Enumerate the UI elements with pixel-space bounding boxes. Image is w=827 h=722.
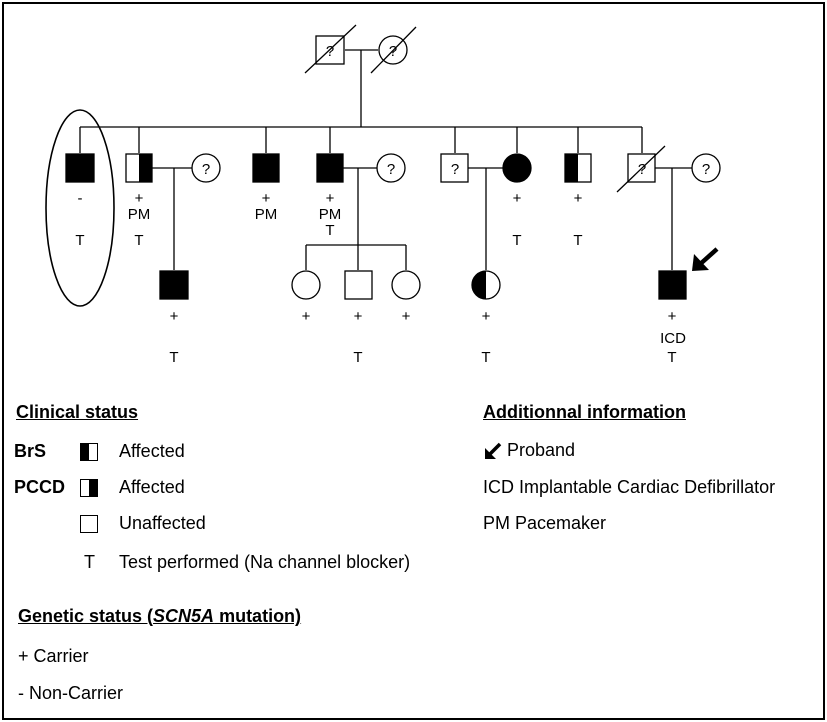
individual-II-2: + PM T [125,153,153,249]
svg-text:+: + [574,190,583,207]
grandfather: ? [304,24,357,74]
svg-text:?: ? [638,161,646,178]
svg-text:+: + [482,308,491,325]
proband-arrow-icon [692,247,719,271]
proband-label: Proband [507,440,576,460]
individual-II-1: - T [45,109,115,307]
svg-text:+: + [354,308,363,325]
svg-text:PM: PM [319,206,342,223]
spouse-II-5: ? [440,153,469,183]
svg-text:-: - [78,190,83,207]
individual-II-7: ? [616,145,666,193]
svg-text:+: + [326,190,335,207]
pccd-affected-label: Affected [119,477,185,497]
grandmother: ? [370,26,417,74]
svg-text:+: + [668,308,677,325]
gene-name: SCN5A [153,606,215,626]
svg-text:T: T [169,349,178,366]
svg-text:PM: PM [255,206,278,223]
individual-II-4: + PM T [316,153,344,239]
svg-text:+: + [402,308,411,325]
proband-legend-arrow-icon [485,442,502,459]
genetic-status-title: Genetic status (SCN5A mutation) [18,606,302,626]
svg-text:?: ? [202,161,210,178]
pccd-symbol [80,479,98,497]
spouse-II-2: ? [191,153,221,183]
individual-II-3: + PM [252,153,280,223]
svg-text:?: ? [451,161,459,178]
test-performed-label: Test performed (Na channel blocker) [119,552,411,572]
svg-text:T: T [573,232,582,249]
clinical-status-title: Clinical status [16,402,139,422]
svg-text:T: T [134,232,143,249]
pm-label: PM Pacemaker [483,513,607,533]
additional-info-title: Additionnal information [483,402,686,422]
individual-III-5: + T [471,270,501,366]
test-symbol: T [84,552,95,572]
unaffected-symbol [80,515,98,533]
svg-text:T: T [512,232,521,249]
individual-III-3: + T [344,270,373,366]
svg-text:?: ? [387,161,395,178]
individual-III-2: + [291,270,321,325]
proband-III-6: + ICD T [658,270,687,366]
brs-label: BrS [14,441,47,461]
svg-text:+: + [170,308,179,325]
svg-text:PM: PM [128,206,151,223]
svg-text:ICD: ICD [660,330,686,347]
svg-text:?: ? [389,43,397,60]
individual-II-5: + T [502,153,532,249]
svg-text:+: + [262,190,271,207]
svg-text:T: T [667,349,676,366]
noncarrier-label: - Non-Carrier [18,683,124,703]
individual-II-6: + T [564,153,592,249]
spouse-II-7: ? [691,153,721,183]
individual-III-4: + [391,270,421,325]
svg-text:T: T [325,222,334,239]
pccd-label: PCCD [14,477,66,497]
svg-text:T: T [353,349,362,366]
carrier-label: + Carrier [18,646,89,666]
unaffected-label: Unaffected [119,513,206,533]
svg-text:+: + [302,308,311,325]
brs-affected-label: Affected [119,441,185,461]
svg-text:+: + [135,190,144,207]
svg-text:T: T [481,349,490,366]
svg-text:?: ? [702,161,710,178]
individual-III-1: + T [159,270,189,366]
spouse-II-4: ? [376,153,406,183]
brs-symbol [80,443,98,461]
svg-text:+: + [513,190,522,207]
svg-text:?: ? [326,43,334,60]
icd-label: ICD Implantable Cardiac Defibrillator [483,477,776,497]
highlight-ellipse [45,109,115,307]
svg-text:T: T [75,232,84,249]
